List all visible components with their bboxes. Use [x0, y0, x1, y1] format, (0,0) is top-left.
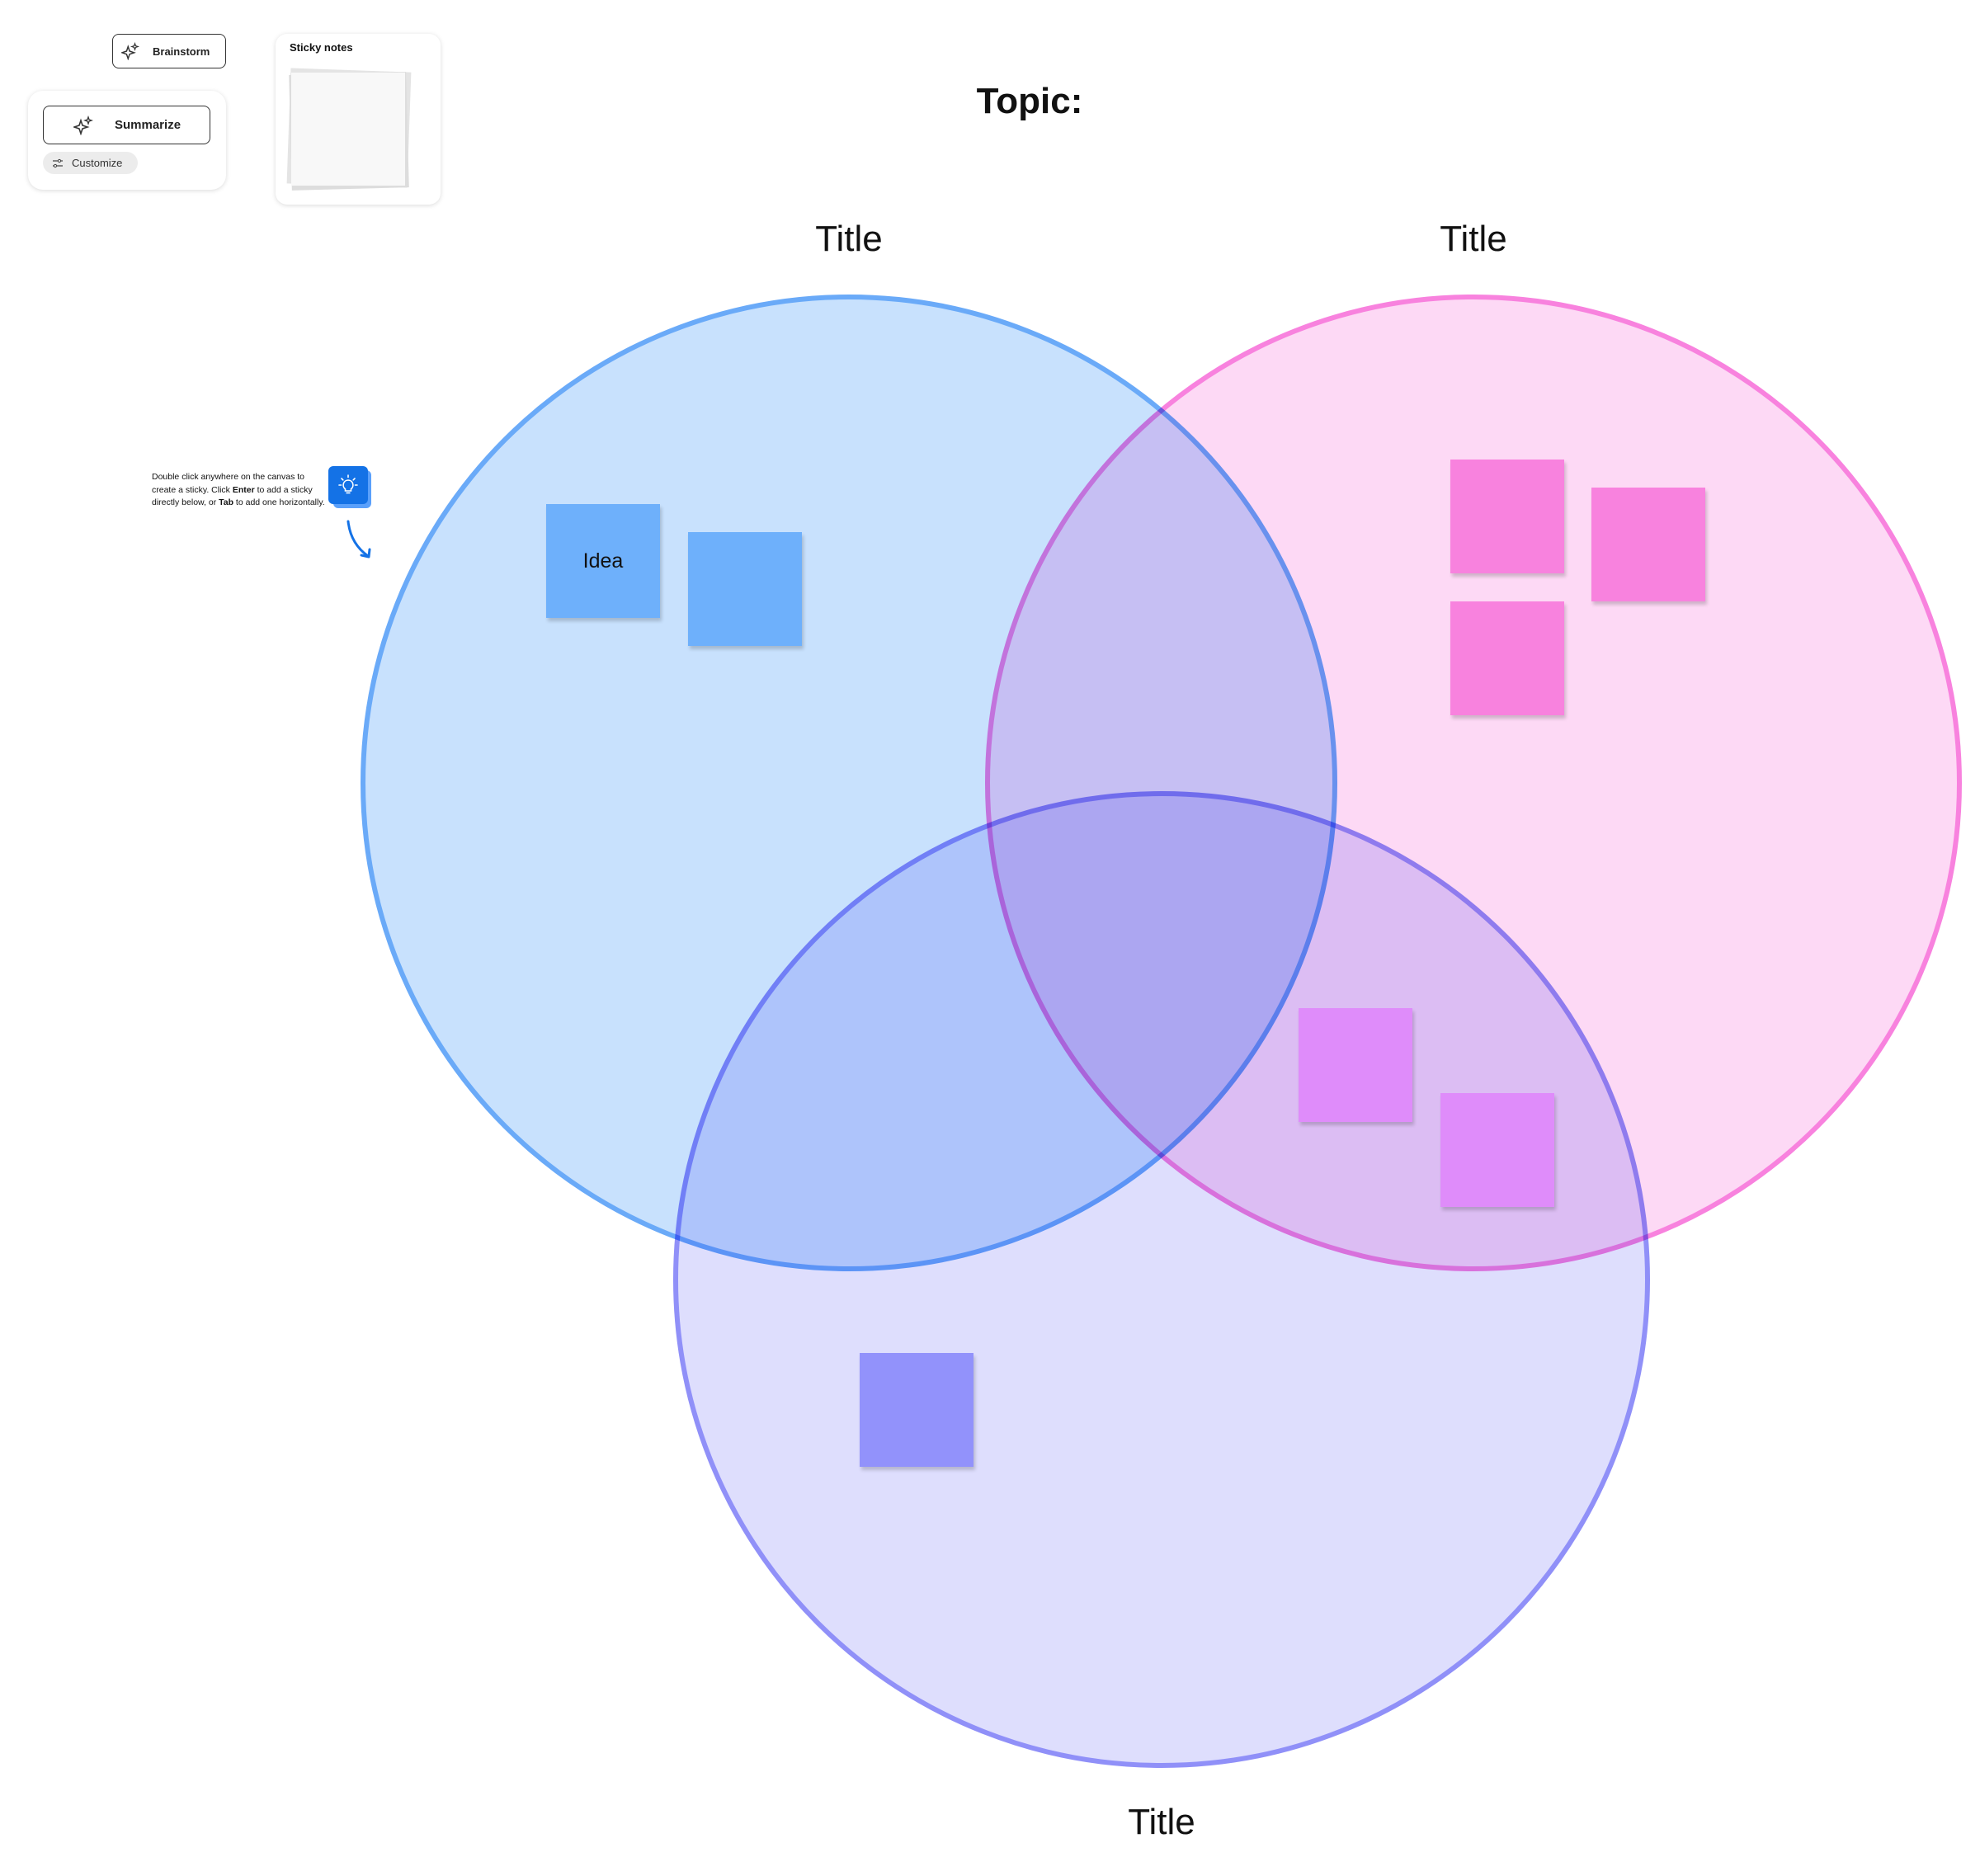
curved-arrow-icon [346, 520, 371, 559]
customize-button[interactable]: Customize [43, 152, 138, 174]
sticky-note[interactable] [688, 532, 802, 646]
hint-tab-key: Tab [219, 497, 234, 507]
sticky-notes-label: Sticky notes [290, 41, 353, 54]
hint-text: to add one horizontally. [233, 497, 325, 507]
customize-label: Customize [72, 157, 123, 169]
circle-title-bottom[interactable]: Title [1128, 1802, 1195, 1842]
venn-circle-bottom[interactable] [673, 791, 1650, 1768]
lightbulb-icon [328, 466, 368, 504]
hint-enter-key: Enter [232, 484, 255, 495]
sticky-stack-front [291, 73, 405, 186]
sticky-note[interactable] [1450, 601, 1564, 715]
sticky-note[interactable] [1591, 488, 1705, 601]
sparkle-icon [73, 115, 93, 135]
summarize-button[interactable]: Summarize [43, 106, 210, 144]
topic-heading[interactable]: Topic: [976, 81, 1083, 121]
hint-text: to add a sticky directly below, or [152, 484, 313, 508]
sliders-icon [53, 158, 63, 167]
summarize-label: Summarize [115, 118, 182, 132]
sticky-hint-text: Double click anywhere on the canvas to c… [152, 471, 325, 510]
sticky-note[interactable] [1450, 460, 1564, 573]
sparkle-icon [121, 42, 139, 60]
brainstorm-label: Brainstorm [153, 45, 210, 58]
circle-title-right[interactable]: Title [1440, 219, 1507, 259]
sticky-note[interactable] [1440, 1093, 1554, 1207]
brainstorm-button[interactable]: Brainstorm [112, 34, 226, 68]
sticky-note[interactable] [860, 1353, 974, 1467]
sticky-notes-card[interactable]: Sticky notes [276, 34, 441, 205]
sticky-note[interactable]: Idea [546, 504, 660, 618]
sticky-note[interactable] [1299, 1008, 1412, 1122]
circle-title-left[interactable]: Title [815, 219, 883, 259]
hint-text: Double click anywhere on the canvas to c… [152, 472, 305, 495]
